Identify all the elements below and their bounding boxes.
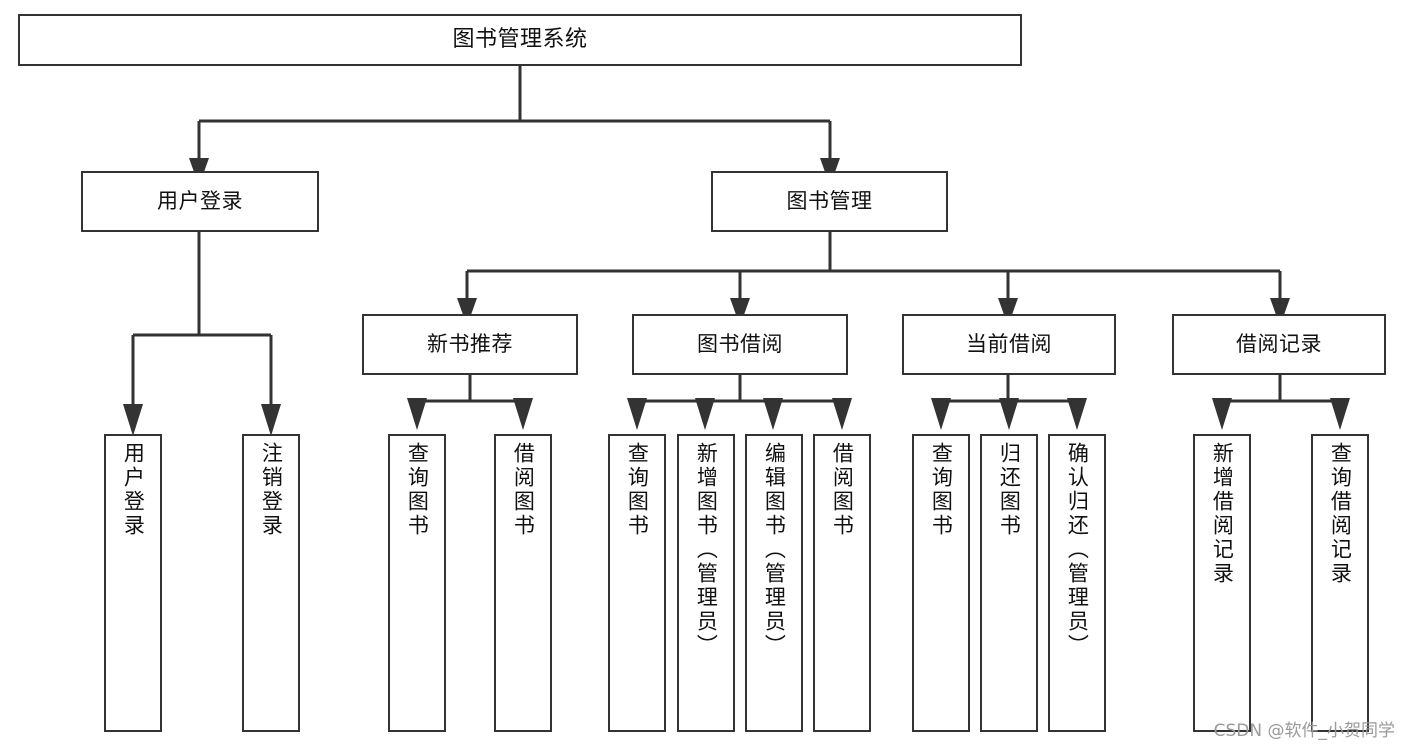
node-leaf-logout[interactable]: 注销登录 <box>242 434 300 732</box>
arrowhead-user-login-leaf-2 <box>261 404 281 436</box>
node-leaf-edit-book-admin[interactable]: 编辑图书（管理员） <box>745 434 803 732</box>
node-new-book-recommend[interactable]: 新书推荐 <box>362 314 578 375</box>
node-label: 图书管理 <box>786 188 873 213</box>
node-label: 用户登录 <box>121 442 146 538</box>
node-label: 注销登录 <box>259 442 284 538</box>
arrowhead-borrow <box>730 298 750 326</box>
node-root-book-management-system[interactable]: 图书管理系统 <box>18 14 1022 66</box>
node-borrow-record[interactable]: 借阅记录 <box>1172 314 1386 375</box>
arrowhead-newbook-leaf-1 <box>407 398 427 430</box>
arrowhead-newbook <box>457 298 477 326</box>
node-leaf-borrow-book-recommend[interactable]: 借阅图书 <box>494 434 552 732</box>
arrowhead-newbook-leaf-2 <box>513 398 533 430</box>
arrowhead-borrow-leaf-3 <box>763 398 783 430</box>
arrowhead-current <box>998 298 1018 326</box>
node-leaf-query-book-borrow[interactable]: 查询图书 <box>608 434 666 732</box>
arrowhead-borrow-leaf-2 <box>695 398 715 430</box>
arrowhead-record <box>1270 298 1290 326</box>
node-label: 编辑图书（管理员） <box>762 442 787 658</box>
arrowhead-record-leaf-1 <box>1212 398 1232 430</box>
node-leaf-query-book-recommend[interactable]: 查询图书 <box>388 434 446 732</box>
node-user-login[interactable]: 用户登录 <box>81 171 319 232</box>
node-label: 借阅图书 <box>830 442 855 538</box>
node-label: 查询借阅记录 <box>1328 442 1353 586</box>
node-book-borrow[interactable]: 图书借阅 <box>632 314 848 375</box>
node-leaf-confirm-return-admin[interactable]: 确认归还（管理员） <box>1048 434 1106 732</box>
arrowhead-borrow-leaf-1 <box>627 398 647 430</box>
node-label: 新书推荐 <box>427 331 513 356</box>
node-leaf-query-book-current[interactable]: 查询图书 <box>912 434 970 732</box>
node-leaf-user-login[interactable]: 用户登录 <box>104 434 162 732</box>
arrowhead-current-leaf-3 <box>1067 398 1087 430</box>
node-label: 新增图书（管理员） <box>694 442 719 658</box>
node-book-management[interactable]: 图书管理 <box>711 171 948 232</box>
arrowhead-current-leaf-1 <box>931 398 951 430</box>
node-label: 当前借阅 <box>966 331 1052 356</box>
arrowhead-borrow-leaf-4 <box>832 398 852 430</box>
node-label: 借阅图书 <box>511 442 536 538</box>
node-label: 查询图书 <box>929 442 954 538</box>
node-label: 归还图书 <box>997 442 1022 538</box>
node-current-borrow[interactable]: 当前借阅 <box>902 314 1116 375</box>
arrowhead-record-leaf-2 <box>1330 398 1350 430</box>
node-label: 新增借阅记录 <box>1210 442 1235 586</box>
arrowhead-current-leaf-2 <box>999 398 1019 430</box>
node-leaf-query-borrow-record[interactable]: 查询借阅记录 <box>1311 434 1369 732</box>
node-label: 查询图书 <box>625 442 650 538</box>
node-label: 确认归还（管理员） <box>1065 442 1090 658</box>
node-leaf-add-book-admin[interactable]: 新增图书（管理员） <box>677 434 735 732</box>
node-label: 借阅记录 <box>1236 331 1322 356</box>
node-label: 查询图书 <box>405 442 430 538</box>
node-leaf-add-borrow-record[interactable]: 新增借阅记录 <box>1193 434 1251 732</box>
node-leaf-return-book[interactable]: 归还图书 <box>980 434 1038 732</box>
arrowheads <box>123 158 1350 436</box>
node-label: 图书管理系统 <box>452 26 588 52</box>
node-label: 图书借阅 <box>697 331 783 356</box>
node-label: 用户登录 <box>157 188 243 213</box>
node-leaf-borrow-book[interactable]: 借阅图书 <box>813 434 871 732</box>
arrowhead-user-login-leaf-1 <box>123 404 143 436</box>
